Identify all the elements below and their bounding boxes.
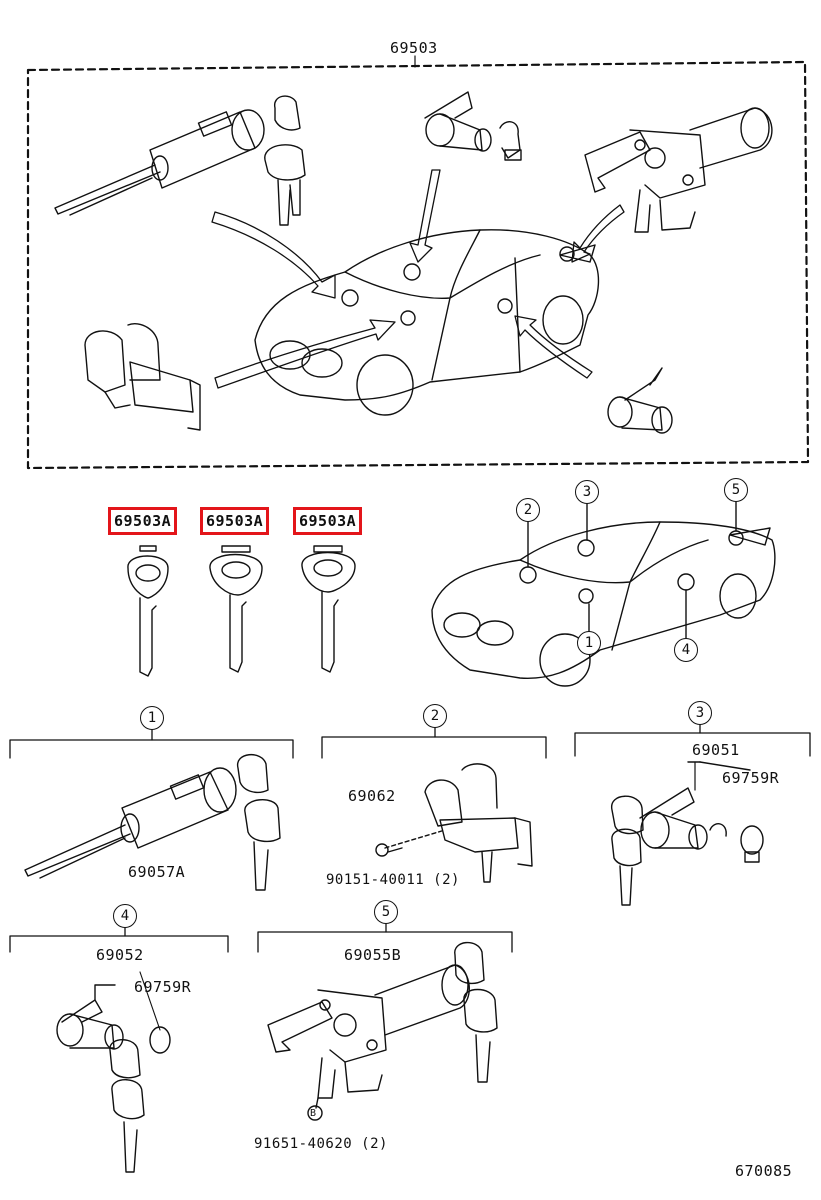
trunk-lock-top: [584, 107, 773, 233]
section-5-trunk-lock: [267, 941, 498, 1121]
key-part-label-1: 69503A: [108, 507, 178, 535]
key-3: [301, 545, 356, 673]
ignition-cylinder-top: [54, 95, 306, 226]
key-2: [209, 545, 263, 673]
figure-code: 670085: [735, 1162, 793, 1180]
pointer-arrows: [211, 169, 625, 389]
key-1: [127, 545, 169, 677]
section-2-part-2: 90151-40011 (2): [326, 872, 460, 888]
hood-lock-top: [84, 323, 201, 431]
section-5-part-1: 69055B: [344, 946, 402, 964]
section-1-ignition: [24, 754, 281, 891]
car-illustration-top: [254, 229, 600, 416]
section-brackets: [9, 724, 811, 953]
section-1-part-1: 69057A: [128, 863, 186, 881]
glovebox-lock-top: [424, 91, 522, 161]
assembly-part-number: 69503: [390, 39, 438, 57]
section-4-part-2: 69759R: [134, 978, 192, 996]
location-marker-1: 1: [577, 631, 601, 655]
bolt-marker: B: [310, 1108, 317, 1119]
section-3-part-1: 69051: [692, 741, 740, 759]
master-keys: [127, 545, 356, 677]
key-part-label-2: 69503A: [200, 507, 270, 535]
assembly-frame: [26, 55, 810, 470]
section-2-part-1: 69062: [348, 787, 396, 805]
section-3-number: 3: [688, 701, 712, 725]
section-2-number: 2: [423, 704, 447, 728]
door-lock-top: [607, 367, 673, 434]
location-marker-5: 5: [724, 478, 748, 502]
section-5-number: 5: [374, 900, 398, 924]
section-3-lock: [611, 761, 764, 906]
car-illustration-index: [431, 501, 776, 687]
section-4-number: 4: [113, 904, 137, 928]
section-2-glovebox: [375, 763, 533, 883]
section-5-part-2: 91651-40620 (2): [254, 1136, 388, 1152]
section-3-part-2: 69759R: [722, 769, 780, 787]
section-4-door-lock: [56, 971, 171, 1173]
location-marker-4: 4: [674, 638, 698, 662]
location-marker-3: 3: [575, 480, 599, 504]
key-part-label-3: 69503A: [293, 507, 363, 535]
section-4-part-1: 69052: [96, 946, 144, 964]
section-1-number: 1: [140, 706, 164, 730]
location-marker-2: 2: [516, 498, 540, 522]
